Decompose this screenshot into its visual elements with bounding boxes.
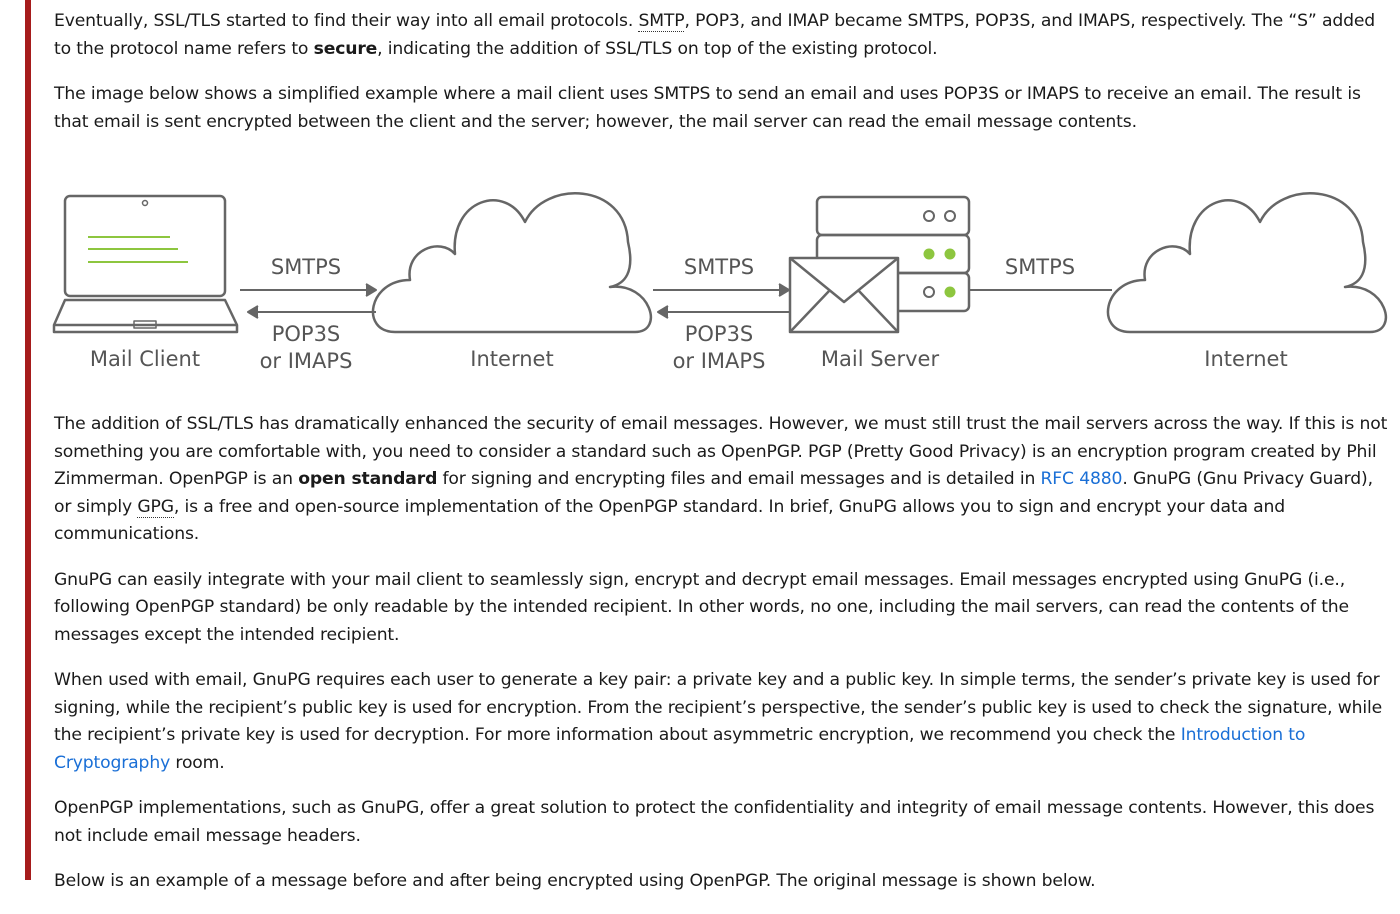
left-accent-bar bbox=[25, 0, 31, 880]
bold-open-standard: open standard bbox=[298, 469, 438, 489]
label-pop3s: POP3S bbox=[685, 322, 754, 346]
cloud-icon bbox=[371, 192, 652, 334]
label-pop3s: POP3S bbox=[272, 322, 341, 346]
laptop-icon bbox=[52, 194, 239, 334]
text: , POP3, and IMAP became SMTPS, POP3S, an… bbox=[54, 11, 1376, 59]
screen-lines bbox=[88, 236, 188, 263]
label-smtps: SMTPS bbox=[684, 255, 754, 279]
label-mail-server: Mail Server bbox=[821, 347, 940, 371]
label-internet: Internet bbox=[470, 347, 553, 371]
text: room. bbox=[170, 752, 225, 773]
label-mail-client: Mail Client bbox=[90, 347, 200, 371]
text: When used with email, GnuPG requires eac… bbox=[54, 670, 1383, 745]
bold-secure: secure bbox=[313, 38, 378, 59]
text: for signing and encrypting files and ema… bbox=[437, 469, 1041, 489]
cloud-icon bbox=[1106, 192, 1387, 334]
paragraph-headers: OpenPGP implementations, such as GnuPG, … bbox=[54, 798, 1375, 846]
abbr-smtp[interactable]: SMTP bbox=[638, 11, 685, 32]
status-led-icon bbox=[923, 248, 935, 260]
link-intro-cryptography[interactable]: Introduction to Cryptography bbox=[54, 725, 1306, 773]
text: , indicating the addition of SSL/TLS on … bbox=[377, 38, 938, 59]
label-internet: Internet bbox=[1204, 347, 1287, 371]
paragraph-image-intro: The image below shows a simplified examp… bbox=[54, 84, 1361, 132]
text: . GnuPG (Gnu Privacy Guard), or simply bbox=[54, 469, 1373, 517]
paragraph-ssl-tls: Eventually, SSL/TLS started to find thei… bbox=[54, 8, 1389, 63]
paragraph-gnupg-integration: GnuPG can easily integrate with your mai… bbox=[54, 569, 1349, 645]
label-or-imaps: or IMAPS bbox=[260, 349, 353, 373]
link-rfc-4880[interactable]: RFC 4880 bbox=[1040, 469, 1123, 489]
envelope-icon bbox=[788, 256, 900, 334]
label-or-imaps: or IMAPS bbox=[673, 349, 766, 373]
paragraph-key-pair: When used with email, GnuPG requires eac… bbox=[54, 667, 1389, 777]
label-smtps: SMTPS bbox=[271, 255, 341, 279]
text: The addition of SSL/TLS has dramatically… bbox=[54, 414, 1388, 489]
article-content: Eventually, SSL/TLS started to find thei… bbox=[52, 8, 1389, 914]
text: , is a free and open-source implementati… bbox=[54, 496, 1286, 545]
arrows bbox=[240, 283, 1112, 319]
abbr-gpg[interactable]: GPG bbox=[137, 496, 174, 518]
label-smtps: SMTPS bbox=[1005, 255, 1075, 279]
paragraph-openpgp: The addition of SSL/TLS has dramatically… bbox=[54, 411, 1389, 549]
paragraph-example-intro: Below is an example of a message before … bbox=[54, 871, 1096, 891]
text: Eventually, SSL/TLS started to find thei… bbox=[54, 11, 639, 31]
status-led-icon bbox=[944, 248, 956, 260]
diagram-svg: SMTPS POP3S or IMAPS SMTPS POP3S or IMAP… bbox=[52, 192, 1387, 373]
email-protocol-diagram: SMTPS POP3S or IMAPS SMTPS POP3S or IMAP… bbox=[52, 162, 1389, 397]
status-led-icon bbox=[944, 286, 956, 298]
